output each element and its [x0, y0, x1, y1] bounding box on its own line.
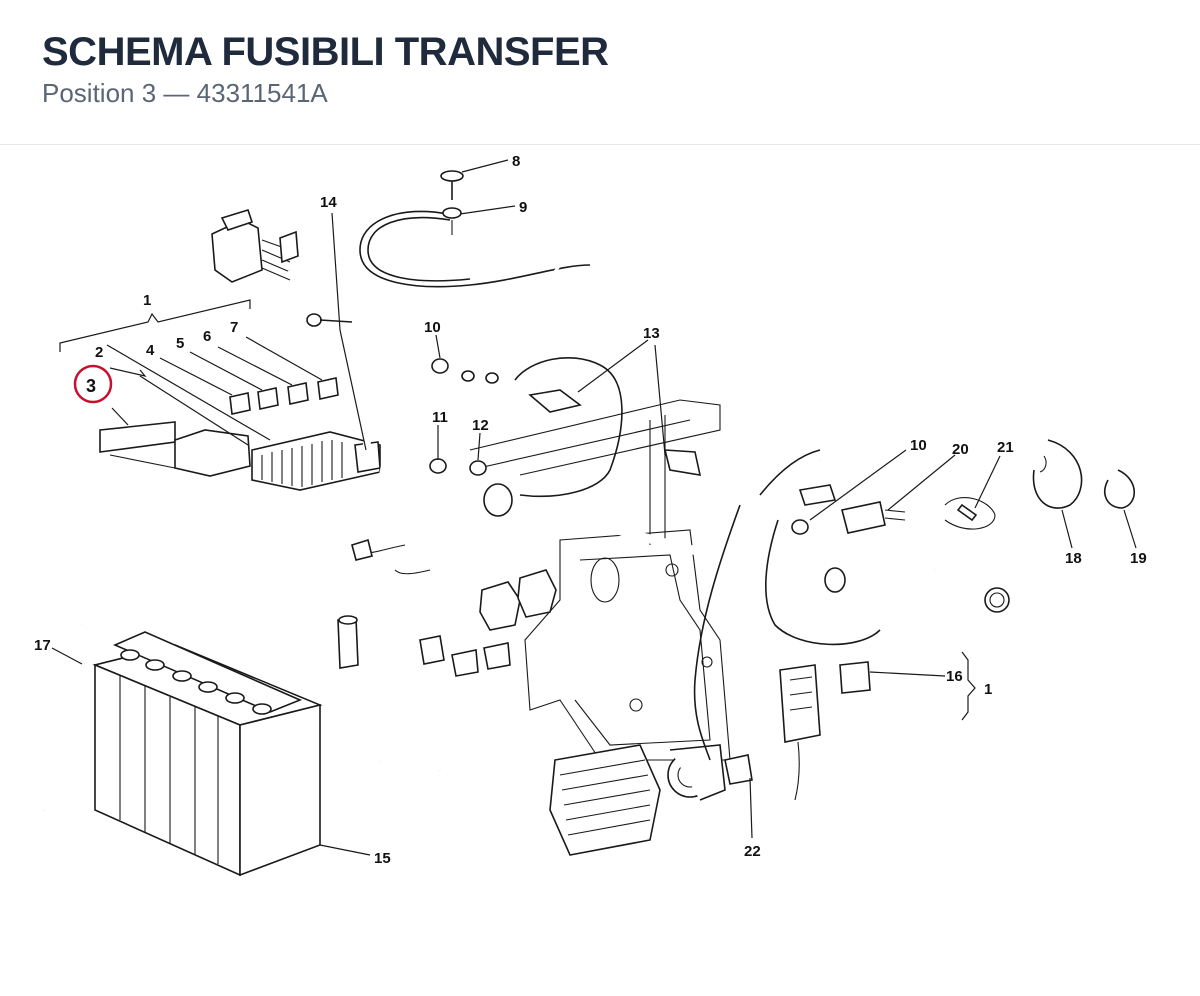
callout-18[interactable]: 18	[1065, 550, 1082, 567]
wiring-harness	[286, 268, 1010, 829]
page-subtitle: Position 3 — 43311541A	[42, 78, 328, 109]
leader-lines	[51, 159, 1137, 856]
callout-16[interactable]: 16	[946, 668, 963, 685]
callout-5[interactable]: 5	[176, 335, 184, 352]
callout-2[interactable]: 2	[95, 344, 103, 361]
page-title: SCHEMA FUSIBILI TRANSFER	[42, 30, 609, 74]
exploded-parts-diagram: 1 2 3 4 5 6 7 8 9 14 10 11 12 13 10 20 2…	[0, 145, 1200, 991]
battery	[92, 631, 323, 877]
ground-cables	[359, 210, 881, 761]
part-number: 43311541A	[196, 78, 328, 108]
callout-22[interactable]: 22	[744, 843, 761, 860]
connector-20	[798, 484, 996, 534]
cable-clips	[1032, 439, 1135, 509]
mini-fuses	[229, 377, 339, 415]
callout-17[interactable]: 17	[34, 637, 51, 654]
diagram-drawing: 1 2 3 4 5 6 7 8 9 14 10 11 12 13 10 20 2…	[34, 153, 1147, 877]
relays	[419, 569, 557, 677]
screw-and-eyelet	[440, 170, 464, 235]
callout-3[interactable]: 3	[86, 376, 96, 396]
callout-10-lower[interactable]: 10	[910, 437, 927, 454]
callout-6[interactable]: 6	[203, 328, 211, 345]
callout-21[interactable]: 21	[997, 439, 1014, 456]
callout-11[interactable]: 11	[432, 409, 448, 426]
callout-9[interactable]: 9	[519, 199, 527, 216]
connector-22	[724, 754, 753, 785]
callout-1-fusebox[interactable]: 1	[143, 292, 151, 309]
separator: —	[163, 78, 190, 108]
vent-tube-inner	[37, 624, 85, 811]
page-header: SCHEMA FUSIBILI TRANSFER Position 3 — 43…	[0, 0, 1200, 145]
callout-19[interactable]: 19	[1130, 550, 1147, 567]
fuse-box	[99, 421, 381, 491]
nuts-washers	[429, 358, 809, 535]
callout-14[interactable]: 14	[320, 194, 337, 211]
long-screw	[306, 313, 353, 327]
callout-1-harness[interactable]: 1	[984, 681, 992, 698]
callout-10-upper[interactable]: 10	[424, 319, 441, 336]
position-label: Position 3	[42, 78, 157, 108]
callout-12[interactable]: 12	[472, 417, 489, 434]
callout-15[interactable]: 15	[374, 850, 391, 867]
callout-20[interactable]: 20	[952, 441, 969, 458]
callout-13[interactable]: 13	[643, 325, 660, 342]
callout-8[interactable]: 8	[512, 153, 520, 170]
connector-16	[779, 661, 871, 801]
regulator-rectifier	[549, 744, 726, 856]
multi-pin-connector	[211, 209, 299, 283]
callout-7[interactable]: 7	[230, 319, 238, 336]
highlight-ring	[73, 364, 113, 404]
callout-4[interactable]: 4	[146, 342, 155, 359]
